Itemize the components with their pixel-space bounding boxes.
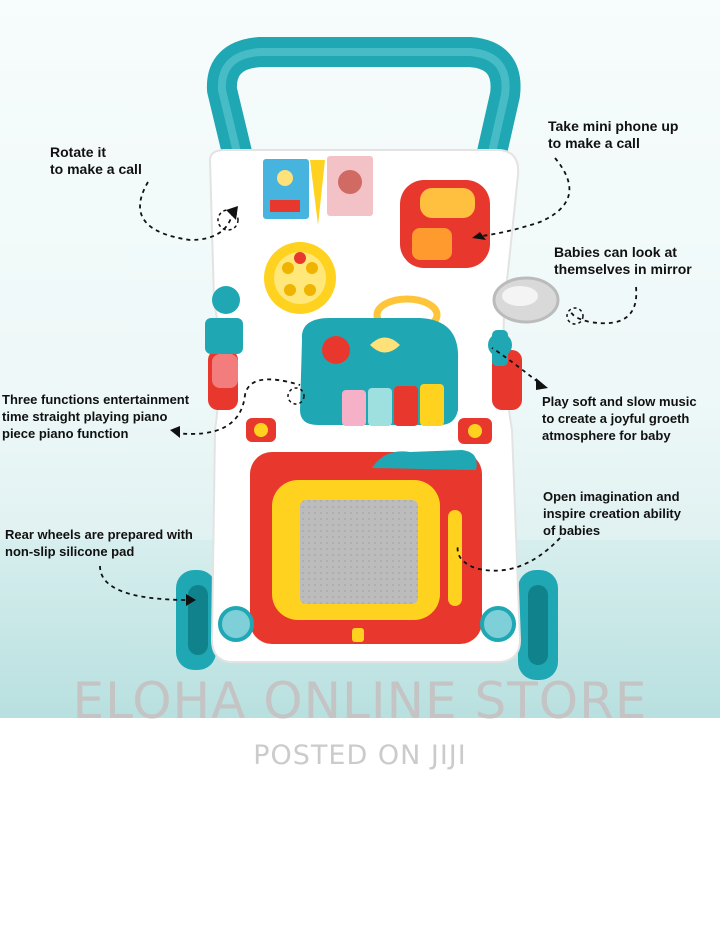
callout-mirror: Babies can look at themselves in mirror	[554, 244, 692, 277]
arrow-phone	[481, 157, 571, 237]
drawing-board	[250, 450, 482, 644]
arrow-three-functions	[174, 378, 301, 435]
piano	[300, 318, 459, 426]
callout-rotate: Rotate it to make a call	[50, 144, 142, 177]
rotary-dial	[264, 242, 336, 314]
watermark-title: ELOHA ONLINE STORE	[72, 672, 648, 730]
arrow-imagination	[456, 537, 561, 572]
right-light	[480, 606, 516, 642]
arrow-mirror	[569, 286, 638, 325]
mirror	[492, 276, 560, 324]
callout-music: Play soft and slow music to create a joy…	[542, 394, 697, 443]
baby-walker-illustration	[176, 37, 560, 680]
watermark-subtitle: POSTED ON JIJI	[253, 740, 467, 771]
right-wheel	[518, 570, 558, 680]
arrow-music	[491, 347, 539, 383]
callout-arrows	[99, 157, 638, 606]
product-photo: Rotate it to make a call Take mini phone…	[0, 0, 720, 718]
left-rattle	[205, 286, 243, 388]
callout-phone: Take mini phone up to make a call	[548, 118, 679, 151]
mini-phone	[400, 180, 490, 268]
arrow-wheels	[99, 565, 191, 601]
callout-three-functions: Three functions entertainment time strai…	[2, 392, 190, 441]
callout-wheels: Rear wheels are prepared with non-slip s…	[5, 527, 193, 559]
callout-imagination: Open imagination and inspire creation ab…	[543, 489, 681, 538]
arrow-rotate	[139, 181, 233, 241]
left-light	[218, 606, 254, 642]
